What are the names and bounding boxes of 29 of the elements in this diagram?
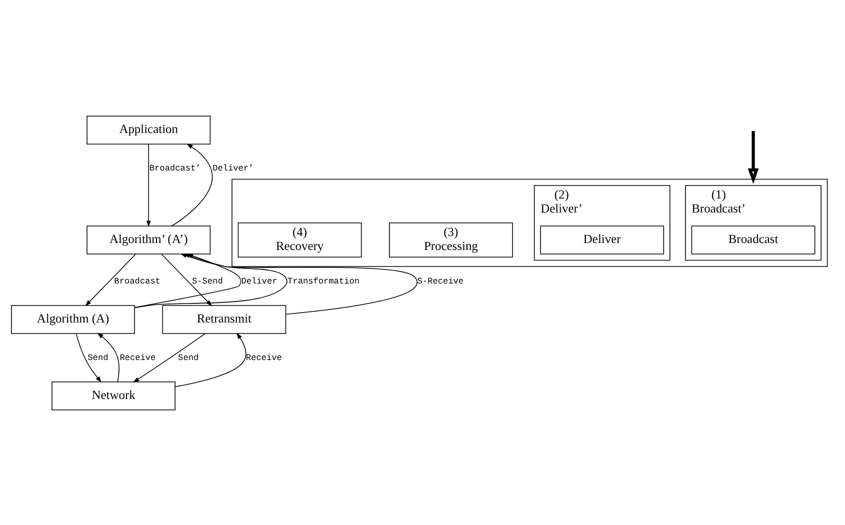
edge-label: Transformation — [288, 276, 360, 286]
edge-label: Receive — [120, 352, 156, 362]
arrow — [133, 332, 206, 382]
arrow — [76, 332, 102, 382]
node-box: Application — [86, 115, 211, 144]
edge-label: Broadcast — [114, 276, 160, 286]
edge-label: Deliver — [241, 276, 278, 286]
node-box: Broadcast — [691, 225, 816, 254]
edge-label: S-Receive — [417, 276, 464, 286]
node-box: Network — [52, 380, 176, 410]
arrow — [146, 143, 151, 227]
node-box: Algorithm (A) — [11, 304, 135, 334]
node-box: (4) Recovery — [238, 222, 362, 258]
node-box: (3) Processing — [389, 222, 513, 258]
arrow — [748, 130, 759, 184]
edge-label: Send — [88, 352, 108, 362]
edge-label: S-Send — [192, 276, 223, 286]
node-box: Algorithm’ (A’) — [86, 225, 211, 254]
arrow — [85, 253, 136, 306]
edge-label: Receive — [246, 352, 282, 362]
node-box: Retransmit — [162, 304, 286, 334]
arrow — [174, 332, 246, 387]
edge-label: Deliver’ — [212, 163, 254, 174]
cluster — [232, 178, 828, 266]
node-box: Deliver — [540, 225, 664, 254]
arrow — [97, 332, 120, 382]
edge-label: Broadcast’ — [149, 163, 201, 174]
edge-label: Send — [178, 352, 199, 362]
arrow — [172, 143, 213, 226]
